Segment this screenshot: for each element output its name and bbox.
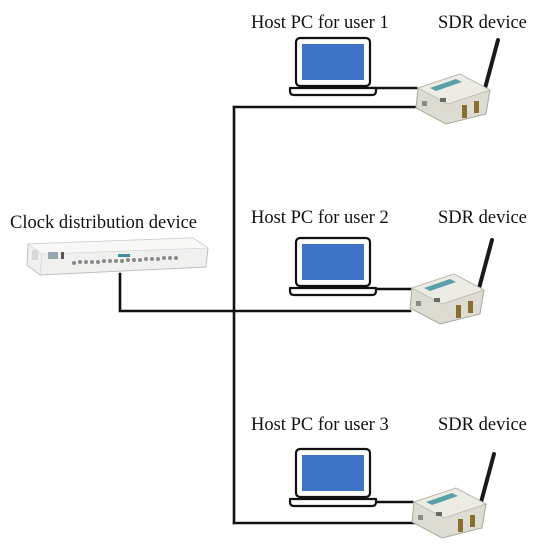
sdr-device-label-3: SDR device — [438, 415, 527, 435]
clock-device-label: Clock distribution device — [10, 213, 198, 233]
host-pc-label-user-2: Host PC for user 2 — [251, 208, 389, 228]
connection-lines — [118, 86, 418, 525]
sdr-radio-icon-3 — [411, 452, 496, 539]
laptop-icon-user-1 — [288, 36, 378, 97]
clock-output-line — [118, 272, 412, 313]
clock-distribution-rack-icon — [26, 237, 209, 276]
laptop-icon-user-3 — [288, 447, 378, 508]
host-pc-label-user-1: Host PC for user 1 — [251, 13, 389, 33]
sdr-radio-icon-2 — [409, 238, 494, 325]
host-pc-label-user-3: Host PC for user 3 — [251, 415, 389, 435]
sdr-device-label-1: SDR device — [438, 13, 527, 33]
laptop-icon-user-2 — [288, 236, 378, 297]
sdr-radio-icon-1 — [415, 38, 500, 125]
sdr-device-label-2: SDR device — [438, 208, 527, 228]
